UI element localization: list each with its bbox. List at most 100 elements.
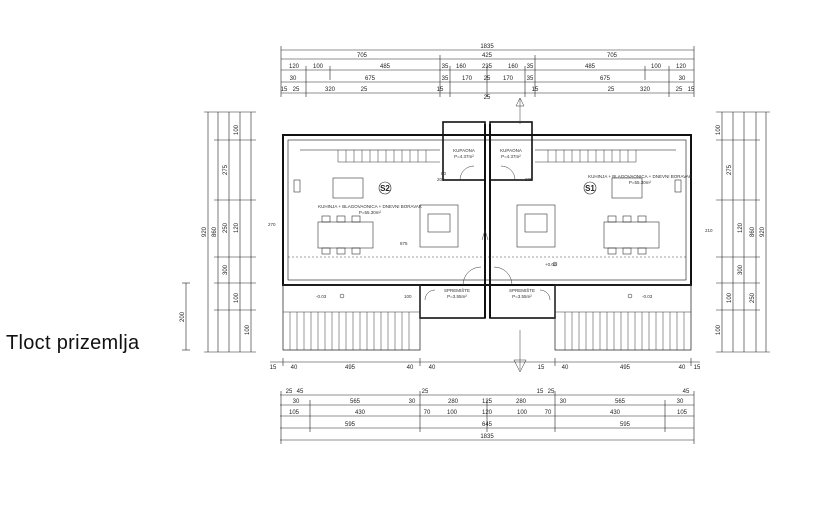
dim-left-f: 250 bbox=[223, 222, 229, 233]
mark-270-left: 270 bbox=[268, 222, 276, 227]
dim-top4-e: 15 bbox=[437, 87, 444, 93]
dim-bot4-a: 105 bbox=[289, 410, 300, 416]
level-left: -0.03 bbox=[316, 294, 327, 299]
dim-bot5-c: 595 bbox=[620, 422, 631, 428]
dim-left-h: 100 bbox=[234, 292, 240, 303]
dim-top3-i: 30 bbox=[679, 76, 686, 82]
dim-right-h: 100 bbox=[727, 292, 733, 303]
terrace-right bbox=[554, 284, 692, 351]
room-label-left: KUHINJA + BLAGOVAONICA + DNEVNI BORAVAK bbox=[318, 204, 422, 209]
dim-top-total: 1835 bbox=[480, 44, 494, 50]
dim-right-f: 250 bbox=[750, 292, 756, 303]
dim-top2-h: 35 bbox=[527, 64, 534, 70]
dim-bot3-b: 565 bbox=[350, 399, 361, 405]
top-dimension-lines bbox=[280, 46, 695, 97]
mark-210-right: 210 bbox=[705, 228, 713, 233]
dim-right-b: 860 bbox=[750, 226, 756, 237]
dim-left-a: 920 bbox=[202, 226, 208, 237]
dim-right-i: 100 bbox=[716, 324, 722, 335]
dim-bot3-d: 280 bbox=[448, 399, 459, 405]
bottom-dimension-lines bbox=[270, 358, 700, 444]
mark-100-left: 100 bbox=[404, 294, 412, 299]
dim-top2-c: 485 bbox=[380, 64, 391, 70]
level-center: +0.00 bbox=[545, 262, 557, 267]
dim-top-middle: 425 bbox=[482, 53, 493, 59]
dim-top-half-right: 705 bbox=[607, 53, 618, 59]
wc-label-left: KUPAONA bbox=[453, 148, 475, 153]
unit-id-left: S2 bbox=[380, 184, 390, 193]
sofa-left bbox=[419, 204, 459, 248]
unit-id-right: S1 bbox=[585, 184, 595, 193]
dim-top4-i: 320 bbox=[640, 87, 651, 93]
dim-bot1-b: 40 bbox=[291, 365, 298, 371]
dim-top4-d: 25 bbox=[361, 87, 368, 93]
dim-top2-k: 120 bbox=[676, 64, 687, 70]
dim-top3-b: 675 bbox=[365, 76, 376, 82]
mark-205-left: 205 bbox=[437, 177, 445, 182]
dim-bot1-f: 15 bbox=[538, 365, 545, 371]
dim-bot3-a: 30 bbox=[293, 399, 300, 405]
dim-top3-f: 170 bbox=[503, 76, 514, 82]
dim-bot4-b: 430 bbox=[355, 410, 366, 416]
dim-top4-h: 25 bbox=[608, 87, 615, 93]
dim-bot2-f: 45 bbox=[683, 389, 690, 395]
dim-right-e: 120 bbox=[738, 222, 744, 233]
dim-top2-j: 100 bbox=[651, 64, 662, 70]
stairs-left bbox=[337, 150, 440, 163]
dim-top2-a: 120 bbox=[289, 64, 300, 70]
dim-left-e: 120 bbox=[234, 222, 240, 233]
dim-left-offset: 200 bbox=[180, 311, 186, 322]
dim-bot1-e: 40 bbox=[429, 365, 436, 371]
mark-80-left: 80 bbox=[441, 171, 447, 176]
dim-top2-b: 100 bbox=[313, 64, 324, 70]
dim-bot2-d: 15 bbox=[537, 389, 544, 395]
wc-label-right: KUPAONA bbox=[500, 148, 522, 153]
right-dimension-texts: 100 275 120 860 920 300 100 100 250 bbox=[716, 124, 766, 335]
dim-top2-i: 485 bbox=[585, 64, 596, 70]
room-area-left: P=55.30m² bbox=[359, 210, 382, 215]
kitchen-island-right bbox=[611, 177, 643, 199]
dim-left-d: 100 bbox=[234, 124, 240, 135]
dining-table-left bbox=[317, 221, 374, 249]
room-area-right: P=55.30m² bbox=[629, 180, 652, 185]
dim-bot1-h: 495 bbox=[620, 365, 631, 371]
dim-top3-g: 35 bbox=[527, 76, 534, 82]
mark-875-left: 875 bbox=[400, 241, 408, 246]
dim-top2-e: 160 bbox=[456, 64, 467, 70]
top-dimension-texts: 1835 705 425 705 120 100 485 35 160 235 … bbox=[281, 44, 695, 101]
left-dimension-texts: 920 860 275 100 120 250 300 100 100 200 bbox=[180, 124, 251, 335]
dim-bot1-c: 495 bbox=[345, 365, 356, 371]
dim-bot2-e: 25 bbox=[548, 389, 555, 395]
left-dimension-lines bbox=[182, 111, 256, 353]
level-right: -0.03 bbox=[642, 294, 653, 299]
drawing-title: Tloct prizemlja bbox=[6, 332, 140, 354]
furniture-left bbox=[293, 177, 459, 255]
dim-bot3-f: 280 bbox=[516, 399, 527, 405]
dim-top3-d: 170 bbox=[462, 76, 473, 82]
dim-right-g: 300 bbox=[738, 264, 744, 275]
dim-top4-j: 25 bbox=[676, 87, 683, 93]
dim-top4-k: 15 bbox=[688, 87, 695, 93]
storage-label-right: SPREMIŠTE bbox=[509, 287, 535, 293]
dim-top3-c: 35 bbox=[442, 76, 449, 82]
dim-bot4-c: 70 bbox=[424, 410, 431, 416]
building-walls bbox=[282, 121, 692, 319]
unit-labels: S2 S1 KUHINJA + BLAGOVAONICA + DNEVNI BO… bbox=[318, 148, 692, 299]
dim-bot1-d: 40 bbox=[407, 365, 414, 371]
centre-axis bbox=[481, 97, 527, 373]
dim-top3-h: 675 bbox=[600, 76, 611, 82]
dim-left-c: 275 bbox=[223, 164, 229, 175]
mark-205-right: 205 bbox=[525, 177, 533, 182]
wc-area-right: P=4.37m² bbox=[501, 154, 521, 159]
dim-top3-e: 25 bbox=[484, 76, 491, 82]
dim-bot4-h: 430 bbox=[610, 410, 621, 416]
dim-bot1-a: 15 bbox=[270, 365, 277, 371]
dim-bot5-b: 645 bbox=[482, 422, 493, 428]
dim-bot1-g: 40 bbox=[562, 365, 569, 371]
furniture-right bbox=[516, 177, 682, 255]
dim-top4-b: 25 bbox=[293, 87, 300, 93]
dim-top3-a: 30 bbox=[290, 76, 297, 82]
dim-top4-a: 15 bbox=[281, 87, 288, 93]
dim-right-a: 920 bbox=[760, 226, 766, 237]
